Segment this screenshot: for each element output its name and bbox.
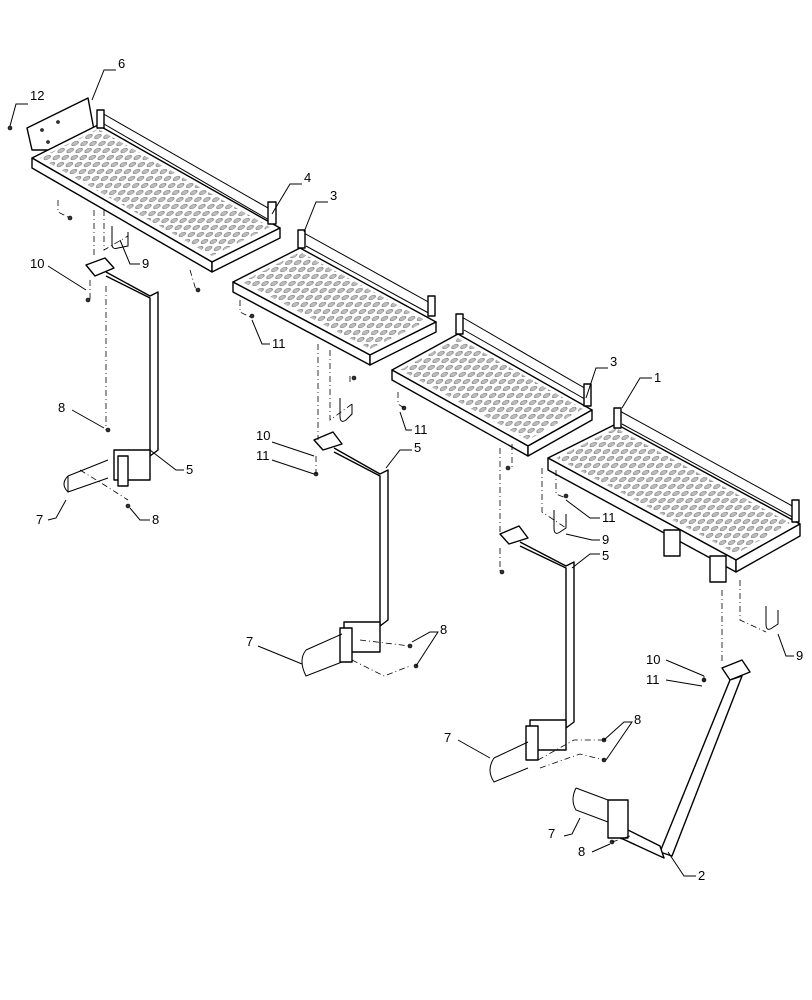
callout-11: 11 bbox=[256, 448, 270, 463]
step-platform-third bbox=[391, 313, 593, 457]
callout-9: 9 bbox=[142, 256, 149, 271]
step-platform-left bbox=[26, 97, 281, 273]
callout-7: 7 bbox=[246, 634, 253, 649]
callout-8: 8 bbox=[58, 400, 65, 415]
callout-7: 7 bbox=[548, 826, 555, 841]
callout-4: 4 bbox=[304, 170, 311, 185]
callout-11: 11 bbox=[646, 672, 660, 687]
callout-9: 9 bbox=[796, 648, 803, 663]
callout-7: 7 bbox=[36, 512, 43, 527]
step-platform-second bbox=[232, 229, 437, 366]
support-bracket-1 bbox=[85, 257, 159, 487]
callout-6: 6 bbox=[118, 56, 125, 71]
callout-11: 11 bbox=[272, 336, 286, 351]
callout-8: 8 bbox=[440, 622, 447, 637]
callout-5: 5 bbox=[414, 440, 421, 455]
support-bracket-2 bbox=[313, 431, 389, 663]
callout-1: 1 bbox=[654, 370, 661, 385]
callout-labels: 12 6 4 3 9 10 11 8 5 7 8 11 10 11 5 3 1 … bbox=[30, 56, 803, 883]
callout-12: 12 bbox=[30, 88, 44, 103]
callout-9: 9 bbox=[602, 532, 609, 547]
callout-11: 11 bbox=[602, 510, 616, 525]
assembly-lines bbox=[57, 200, 767, 843]
u-bolts bbox=[63, 226, 779, 823]
callout-10: 10 bbox=[646, 652, 660, 667]
callout-2: 2 bbox=[698, 868, 705, 883]
callout-8: 8 bbox=[152, 512, 159, 527]
callout-10: 10 bbox=[256, 428, 270, 443]
callout-8: 8 bbox=[578, 844, 585, 859]
support-bracket-3 bbox=[499, 525, 575, 761]
step-platform-right bbox=[547, 407, 801, 583]
support-bracket-angled bbox=[607, 659, 751, 859]
callout-leaders bbox=[9, 69, 794, 877]
callout-7: 7 bbox=[444, 730, 451, 745]
callout-10: 10 bbox=[30, 256, 44, 271]
callout-5: 5 bbox=[186, 462, 193, 477]
callout-8: 8 bbox=[634, 712, 641, 727]
callout-11: 11 bbox=[414, 422, 428, 437]
callout-5: 5 bbox=[602, 548, 609, 563]
callout-3: 3 bbox=[610, 354, 617, 369]
callout-3: 3 bbox=[330, 188, 337, 203]
